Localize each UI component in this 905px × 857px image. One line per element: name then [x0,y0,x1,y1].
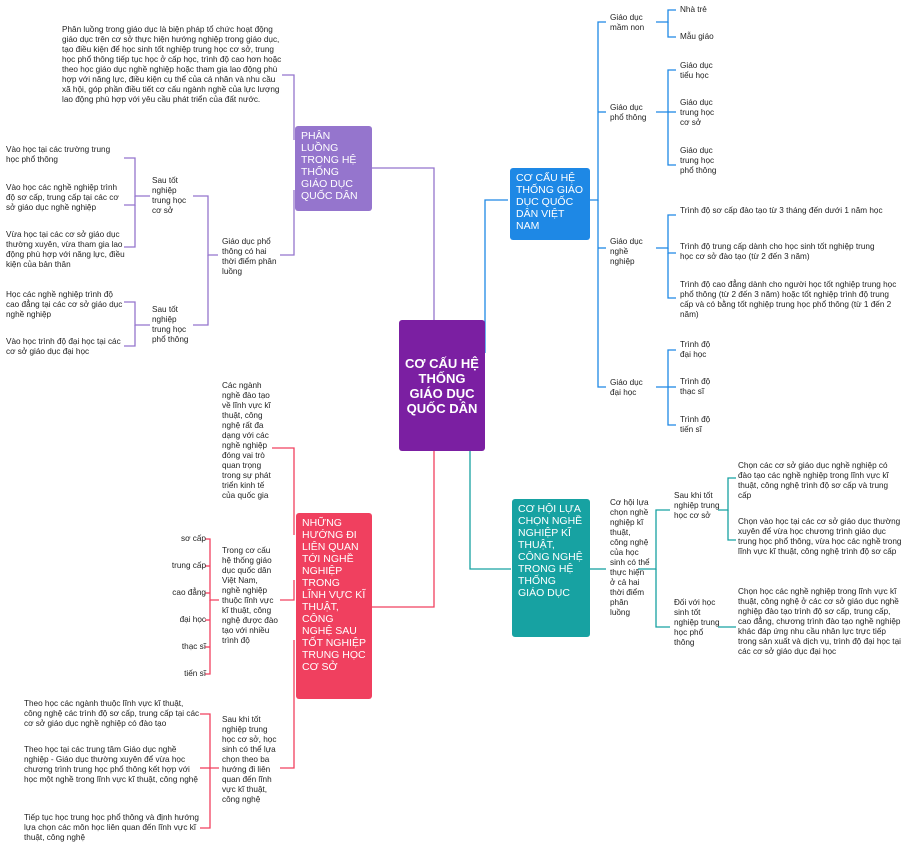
dai-hoc-item: Trình độ tiến sĩ [680,415,711,434]
level-item: thạc sĩ [181,642,206,651]
after-thcs-item: Vừa học tại các cơ sở giáo dục thường xu… [6,230,125,269]
two-streaming-points: Giáo dục phổ thông có hai thời điểm phân… [222,237,277,276]
phan-luong-definition: Phân luồng trong giáo dục là biện pháp t… [62,25,282,104]
link-center-co-hoi [469,451,511,570]
after-thpt-item: Vào học trình độ đại học tại các cơ sở g… [6,337,121,356]
three-ways-item: Theo học tại các trung tâm Giáo dục nghề… [24,745,198,784]
three-ways-item: Theo học các ngành thuộc lĩnh vực kĩ thu… [24,699,200,728]
trong-co-cau-note: Trong cơ cấu hệ thống giáo dục quốc dân … [222,546,278,645]
dai-hoc-label: Giáo dục đại học [610,378,643,397]
co-hoi-intro: Cơ hội lựa chọn nghề nghiệp kĩ thuật, cô… [610,498,650,617]
nghe-nghiep-item: Trình độ sơ cấp đào tạo từ 3 tháng đến d… [680,206,883,215]
level-item: sơ cấp [181,534,206,543]
dai-hoc-item: Trình độ thạc sĩ [680,377,711,396]
after-thpt-item: Học các nghề nghiệp trình độ cao đẳng tạ… [6,290,123,319]
nghe-nghiep-item: Trình độ trung cấp dành cho học sinh tốt… [680,242,875,261]
level-item: cao đẳng [172,588,206,597]
level-item: đại học [179,615,206,624]
after-thcs-label: Sau tốt nghiệp trung học cơ sở [152,176,187,215]
co-hoi-after-thpt: Đối với học sinh tốt nghiệp trung học ph… [674,598,720,647]
pho-thong-item: Giáo dục tiểu học [680,61,713,80]
pho-thong-item: Giáo dục trung học cơ sở [680,98,715,127]
pho-thong-item: Giáo dục trung học phổ thông [680,146,717,175]
sau-tot-nghiep-note: Sau khi tốt nghiệp trung học cơ sở, học … [222,715,277,804]
center-node: CƠ CẤU HỆ THỐNG GIÁO DỤC QUỐC DÂN [399,320,485,451]
nganh-nghe-note: Các ngành nghề đào tạo về lĩnh vực kĩ th… [222,381,271,500]
level-item: tiến sĩ [184,669,206,678]
mam-non-item: Mẫu giáo [680,32,714,41]
three-ways-item: Tiếp tục học trung học phổ thông và định… [24,813,199,842]
dai-hoc-item: Trình độ đại học [680,340,711,359]
co-hoi-after-thcs-item: Chọn vào học tại các cơ sở giáo dục thườ… [738,517,902,556]
nghe-nghiep-item: Trình độ cao đẳng dành cho người học tốt… [680,280,897,319]
co-hoi-after-thcs: Sau khi tốt nghiệp trung học cơ sở [674,491,720,520]
co-hoi-after-thpt-item: Chọn học các nghề nghiệp trong lĩnh vực … [738,587,901,656]
link-center-huong-di [372,451,435,608]
link-center-co-cau [484,199,508,353]
mam-non-label: Giáo dục mầm non [610,13,645,32]
co-hoi-after-thcs-item: Chọn các cơ sở giáo dục nghề nghiệp có đ… [738,461,889,500]
after-thcs-item: Vào học các nghề nghiệp trình độ sơ cấp,… [6,183,119,212]
co-hoi-box: CƠ HỘI LỰA CHỌN NGHỀ NGHIỆP KĨ THUẬT, CÔ… [512,499,590,637]
co-cau-box: CƠ CẤU HỆ THỐNG GIÁO DỤC QUỐC DÂN VIỆT N… [510,168,590,240]
after-thpt-label: Sau tốt nghiệp trung học phổ thông [152,305,189,344]
phan-luong-box: PHÂN LUỒNG TRONG HỆ THỐNG GIÁO DỤC QUỐC … [295,126,372,211]
nghe-nghiep-label: Giáo dục nghề nghiệp [610,237,643,266]
huong-di-box: NHỮNG HƯỚNG ĐI LIÊN QUAN TỚI NGHỀ NGHIỆP… [296,513,372,699]
level-item: trung cấp [171,561,206,570]
link-center-phan-luong [372,167,435,320]
pho-thong-label: Giáo dục phổ thông [610,103,647,122]
after-thcs-item: Vào học tại các trường trung học phổ thô… [6,145,111,164]
mam-non-item: Nhà trẻ [680,5,707,14]
